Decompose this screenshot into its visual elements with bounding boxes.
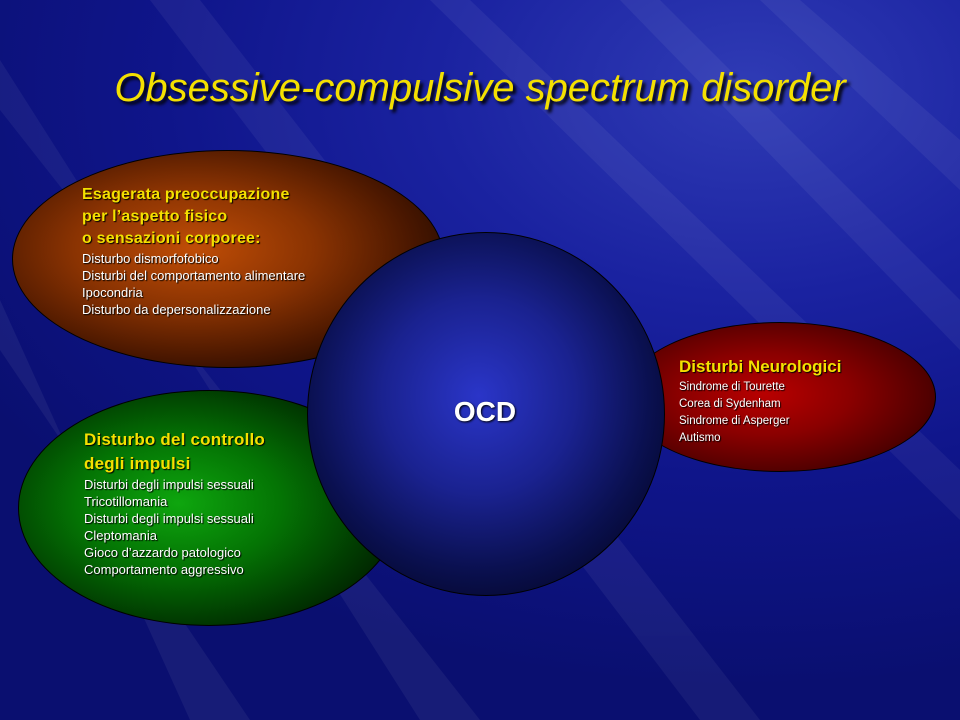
impulse-control-item: Tricotillomania: [84, 494, 168, 509]
body-concern-item: Disturbo da depersonalizzazione: [82, 302, 271, 317]
neurological-item: Corea di Sydenham: [679, 398, 781, 410]
impulse-control-heading-1: Disturbo del controllo: [84, 430, 266, 449]
ocd-center-circle: [307, 232, 665, 596]
neurological-item: Sindrome di Asperger: [679, 415, 790, 427]
impulse-control-heading-2: degli impulsi: [84, 454, 191, 473]
impulse-control-item: Disturbi degli impulsi sessuali: [84, 477, 254, 492]
impulse-control-item: Gioco d’azzardo patologico: [84, 545, 241, 560]
impulse-control-item: Comportamento aggressivo: [84, 562, 244, 577]
body-concern-heading-1: Esagerata preoccupazione: [82, 186, 290, 203]
neurological-item: Autismo: [679, 432, 721, 444]
impulse-control-item: Cleptomania: [84, 528, 157, 543]
neurological-heading: Disturbi Neurologici: [679, 357, 842, 376]
page-title: Obsessive-compulsive spectrum disorder: [114, 66, 846, 110]
body-concern-heading-3: o sensazioni corporee:: [82, 230, 261, 247]
body-concern-text: Esagerata preoccupazione per l’aspetto f…: [82, 184, 305, 318]
body-concern-item: Disturbo dismorfofobico: [82, 251, 219, 266]
impulse-control-item: Disturbi degli impulsi sessuali: [84, 511, 254, 526]
neurological-ellipse: [624, 322, 936, 472]
neurological-item: Sindrome di Tourette: [679, 381, 785, 393]
body-concern-item: Ipocondria: [82, 285, 143, 300]
impulse-control-text: Disturbo del controllo degli impulsi Dis…: [84, 428, 265, 578]
neurological-text: Disturbi Neurologici Sindrome di Tourett…: [679, 355, 841, 447]
body-concern-item: Disturbi del comportamento alimentare: [82, 268, 306, 283]
ocd-label: OCD: [453, 396, 517, 427]
body-concern-heading-2: per l’aspetto fisico: [82, 208, 228, 225]
